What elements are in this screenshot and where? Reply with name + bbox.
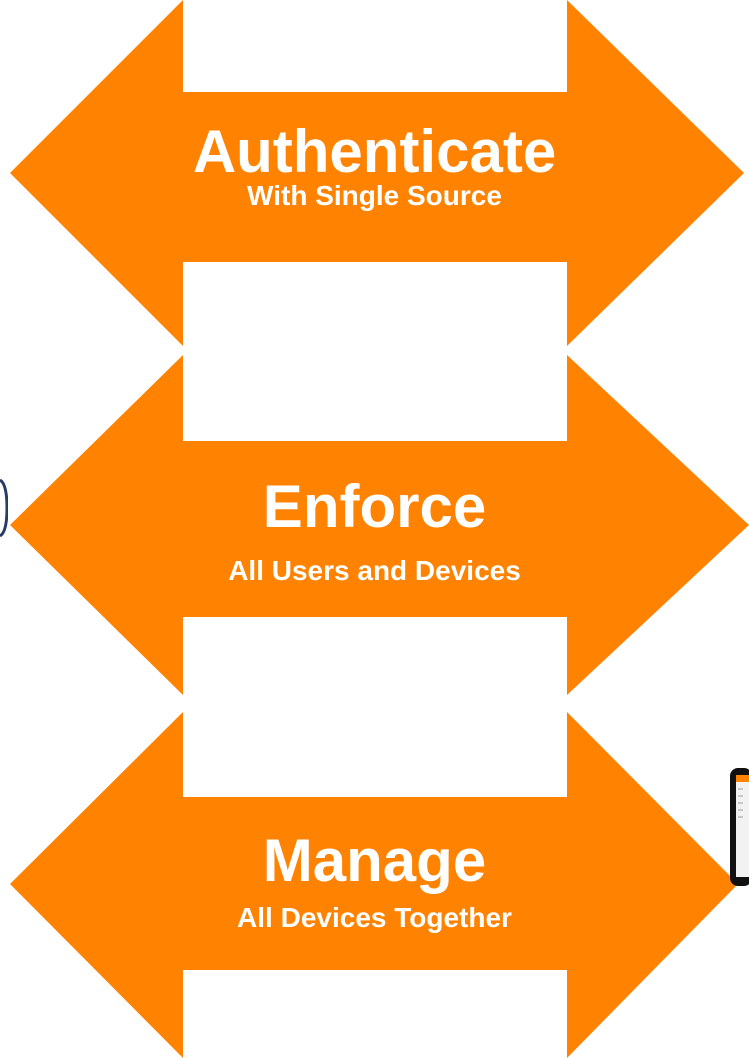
arrow-title: Enforce bbox=[262, 473, 487, 540]
double-arrow-shape bbox=[10, 355, 749, 695]
arrow-enforce: Enforce All Users and Devices bbox=[0, 355, 749, 700]
cropped-tablet-right-edge bbox=[730, 768, 749, 888]
double-arrow-shape bbox=[10, 712, 738, 1058]
arrow-authenticate: Authenticate With Single Source bbox=[0, 0, 749, 350]
cropped-device-left-edge bbox=[0, 478, 9, 538]
arrow-title: Manage bbox=[262, 827, 487, 894]
arrow-subtitle: All Devices Together bbox=[237, 902, 512, 933]
arrow-title: Authenticate bbox=[192, 118, 557, 185]
arrow-subtitle: All Users and Devices bbox=[228, 555, 521, 586]
arrow-subtitle: With Single Source bbox=[247, 180, 502, 211]
double-arrow-shape bbox=[10, 0, 744, 346]
arrow-manage: Manage All Devices Together bbox=[0, 712, 749, 1058]
